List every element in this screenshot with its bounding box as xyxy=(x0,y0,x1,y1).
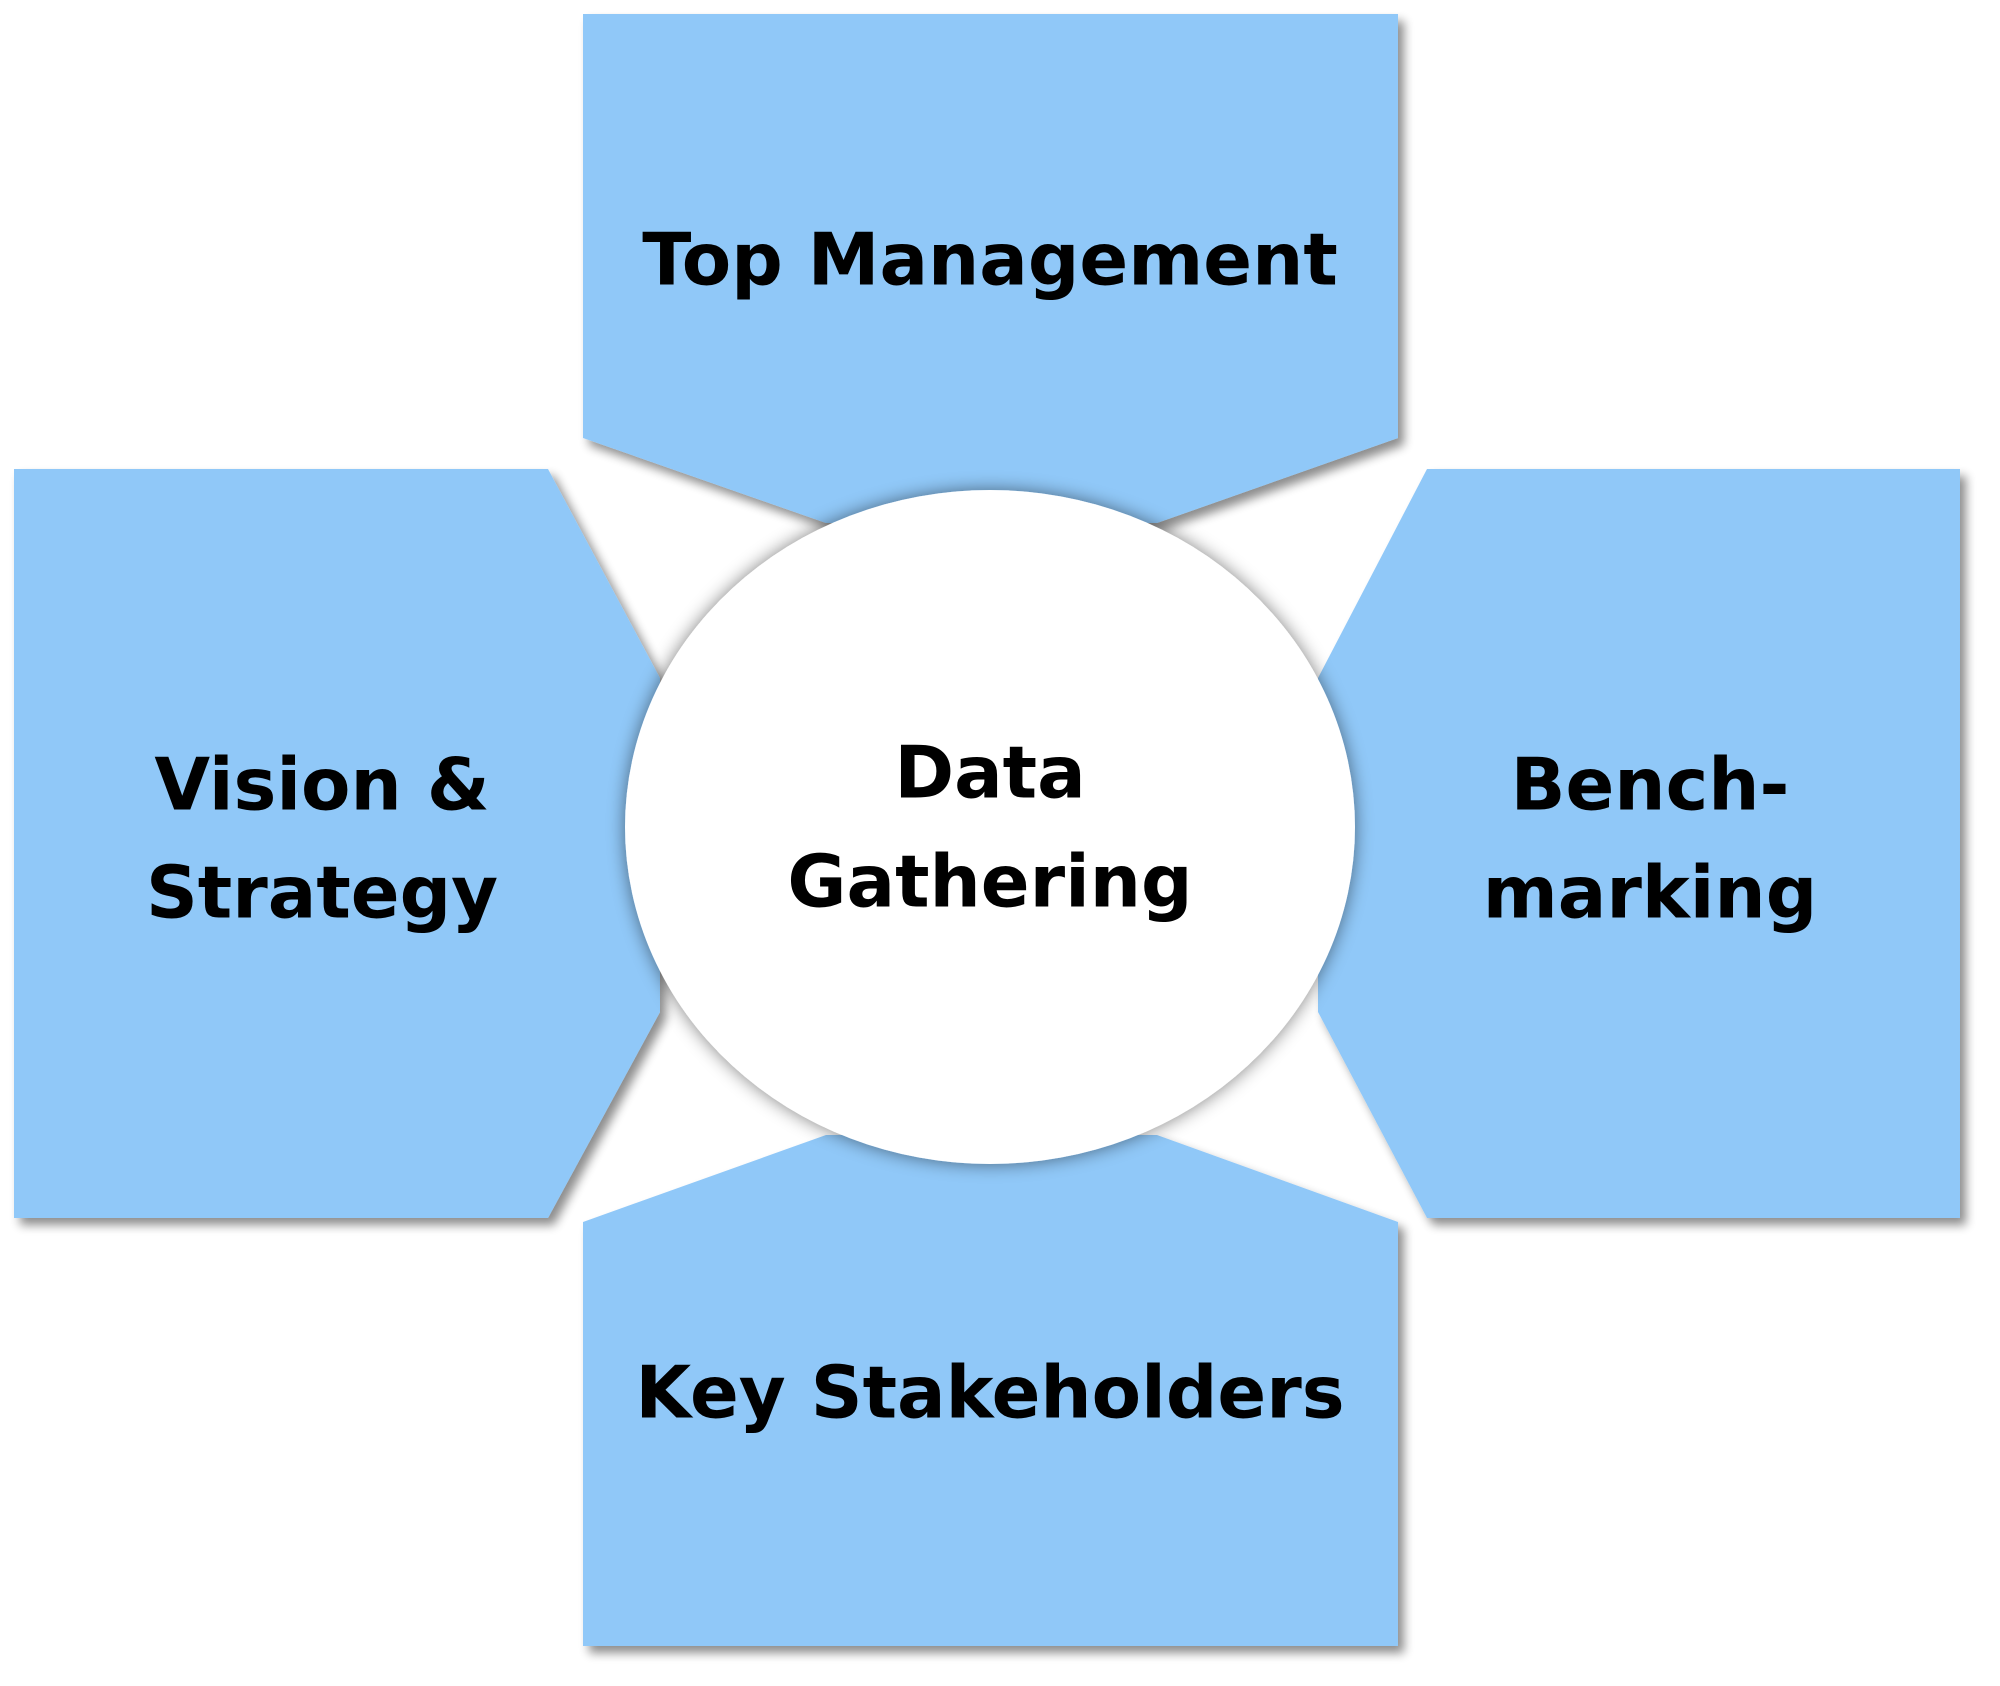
benchmarking-label-line2: marking xyxy=(1483,851,1817,935)
benchmarking-label-line1: Bench- xyxy=(1511,743,1790,827)
benchmarking-shape xyxy=(1318,469,1960,1218)
data-gathering-label-line1: Data xyxy=(894,731,1085,815)
key-stakeholders-shape xyxy=(583,1135,1398,1646)
data-gathering-label-line2: Gathering xyxy=(787,840,1192,924)
data-gathering-center: Data Gathering xyxy=(625,490,1355,1164)
top-management-label: Top Management xyxy=(642,218,1338,302)
key-stakeholders-label: Key Stakeholders xyxy=(635,1351,1344,1435)
vision-strategy-label-line2: Strategy xyxy=(146,851,498,935)
data-gathering-circle xyxy=(625,490,1355,1164)
key-stakeholders-node: Key Stakeholders xyxy=(583,1135,1398,1646)
vision-strategy-shape xyxy=(14,469,660,1218)
benchmarking-node: Bench- marking xyxy=(1318,469,1960,1218)
top-management-shape xyxy=(583,14,1398,523)
vision-strategy-node: Vision & Strategy xyxy=(14,469,660,1218)
vision-strategy-label-line1: Vision & xyxy=(154,743,489,827)
top-management-node: Top Management xyxy=(583,14,1398,523)
